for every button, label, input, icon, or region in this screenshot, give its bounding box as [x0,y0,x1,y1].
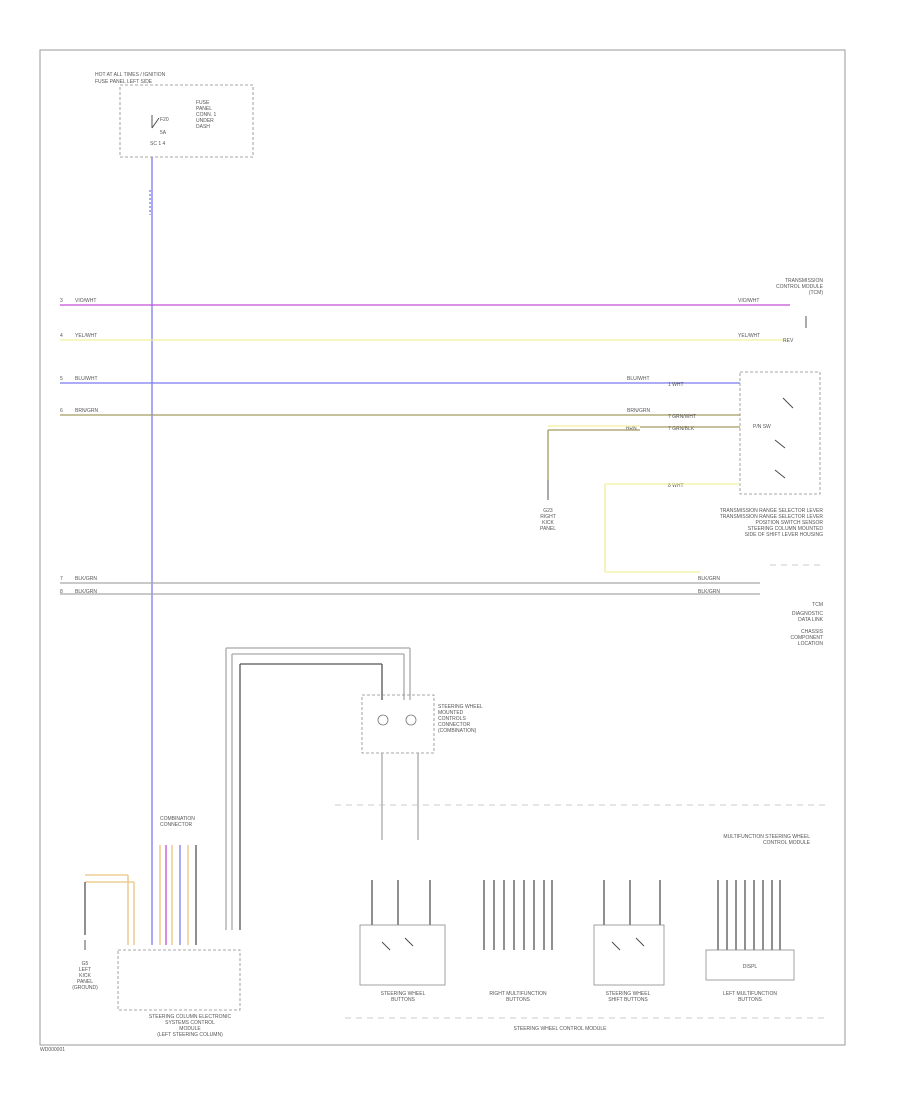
left-bundle [225,648,241,930]
svg-text:TCM: TCM [812,602,823,608]
svg-text:DISPL: DISPL [743,964,758,970]
svg-text:PANEL: PANEL [77,979,93,985]
svg-text:DASH: DASH [196,124,210,130]
svg-text:(COMBINATION): (COMBINATION) [438,728,477,734]
svg-text:LEFT MULTIFUNCTION: LEFT MULTIFUNCTION [723,991,777,997]
svg-text:SIDE OF SHIFT LEVER HOUSING: SIDE OF SHIFT LEVER HOUSING [745,532,823,538]
sheet-id: WD000001 [40,1047,65,1053]
svg-text:8: 8 [60,589,63,595]
bus-vertical [149,157,153,870]
svg-text:P/N SW: P/N SW [753,424,771,430]
svg-text:7 GRN/WHT: 7 GRN/WHT [668,414,696,420]
svg-text:TRANSMISSION RANGE SELECTOR LE: TRANSMISSION RANGE SELECTOR LEVER [720,508,824,514]
svg-text:5: 5 [60,376,63,382]
wheel-controls: STEERING WHEEL BUTTONS RIGHT MULTIFUNCTI… [345,880,825,1032]
svg-text:CONTROL MODULE: CONTROL MODULE [763,840,811,846]
svg-text:MOUNTED: MOUNTED [438,710,464,716]
svg-text:(LEFT STEERING COLUMN): (LEFT STEERING COLUMN) [157,1032,223,1038]
svg-text:FUSE: FUSE [196,100,210,106]
svg-text:BLK/GRN: BLK/GRN [698,576,720,582]
svg-text:PANEL: PANEL [196,106,212,112]
svg-text:BRN/GRN: BRN/GRN [75,408,98,414]
svg-text:BLK/GRN: BLK/GRN [75,589,97,595]
svg-text:CONTROL MODULE: CONTROL MODULE [776,284,824,290]
svg-text:TRANSMISSION RANGE SELECTOR LE: TRANSMISSION RANGE SELECTOR LEVER [720,514,824,520]
range-switch: TRANSMISSION CONTROL MODULE (TCM) REV P/… [626,278,824,566]
svg-text:PANEL: PANEL [540,526,556,532]
svg-text:FUSE PANEL LEFT SIDE: FUSE PANEL LEFT SIDE [95,79,153,85]
svg-text:SHIFT BUTTONS: SHIFT BUTTONS [608,997,648,1003]
svg-text:8 WHT: 8 WHT [668,483,684,489]
svg-text:LEFT: LEFT [79,967,91,973]
svg-text:MULTIFUNCTION STEERING WHEEL: MULTIFUNCTION STEERING WHEEL [723,834,810,840]
svg-text:(GROUND): (GROUND) [72,985,98,991]
svg-text:5A: 5A [160,130,167,136]
ground-right: G23 RIGHT KICK PANEL [540,425,640,532]
svg-text:G23: G23 [543,508,553,514]
svg-text:6: 6 [60,408,63,414]
svg-text:RIGHT: RIGHT [540,514,556,520]
svg-text:(TCM): (TCM) [809,290,823,296]
svg-text:YEL/WHT: YEL/WHT [738,333,760,339]
svg-text:LOCATION: LOCATION [798,641,824,647]
svg-text:3: 3 [60,298,63,304]
svg-text:STEERING WHEEL: STEERING WHEEL [381,991,426,997]
svg-text:STEERING COLUMN ELECTRONIC: STEERING COLUMN ELECTRONIC [149,1014,232,1020]
top-module: HOT AT ALL TIMES / IGNITION FUSE PANEL L… [95,72,254,158]
svg-text:BUTTONS: BUTTONS [738,997,762,1003]
svg-text:DIAGNOSTIC: DIAGNOSTIC [792,611,824,617]
right-lower-labels: TCM DIAGNOSTIC DATA LINK CHASSIS COMPONE… [791,602,824,647]
svg-text:CONN. 1: CONN. 1 [196,112,217,118]
svg-text:BLU/WHT: BLU/WHT [75,376,98,382]
horizontal-wires: 3 VIO/WHT VIO/WHT 4 YEL/WHT YEL/WHT 5 BL… [60,298,790,595]
svg-text:7 GRN/BLK: 7 GRN/BLK [668,426,695,432]
svg-text:REV: REV [783,338,794,344]
svg-text:COMPONENT: COMPONENT [791,635,824,641]
svg-text:YEL/WHT: YEL/WHT [75,333,97,339]
svg-text:VIO/WHT: VIO/WHT [738,298,759,304]
svg-text:CONNECTOR: CONNECTOR [438,722,471,728]
svg-text:KICK: KICK [542,520,554,526]
svg-text:G5: G5 [82,961,89,967]
svg-text:VIO/WHT: VIO/WHT [75,298,96,304]
svg-text:CONTROLS: CONTROLS [438,716,466,722]
svg-text:BRN: BRN [626,426,637,432]
svg-text:TRANSMISSION: TRANSMISSION [785,278,823,284]
svg-text:HOT AT ALL TIMES / IGNITION: HOT AT ALL TIMES / IGNITION [95,72,166,78]
svg-text:BRN/GRN: BRN/GRN [627,408,650,414]
svg-text:BLK/GRN: BLK/GRN [698,589,720,595]
svg-text:1 WHT: 1 WHT [668,382,684,388]
svg-text:7: 7 [60,576,63,582]
svg-text:BLU/WHT: BLU/WHT [627,376,650,382]
svg-text:UNDER: UNDER [196,118,214,124]
column-module: COMBINATION CONNECTOR G5 LEFT KICK PANEL… [72,816,241,1038]
svg-text:MODULE: MODULE [179,1026,201,1032]
svg-text:BLK/GRN: BLK/GRN [75,576,97,582]
svg-text:STEERING WHEEL: STEERING WHEEL [438,704,483,710]
clockspring: STEERING WHEEL MOUNTED CONTROLS CONNECTO… [226,647,825,846]
svg-text:RIGHT MULTIFUNCTION: RIGHT MULTIFUNCTION [489,991,547,997]
svg-text:BUTTONS: BUTTONS [391,997,415,1003]
svg-text:STEERING WHEEL CONTROL MODULE: STEERING WHEEL CONTROL MODULE [514,1026,608,1032]
diagram-frame [39,49,846,1046]
svg-text:SC 1 4: SC 1 4 [150,141,166,147]
svg-text:POSITION SWITCH SENSOR: POSITION SWITCH SENSOR [755,520,823,526]
svg-text:COMBINATION: COMBINATION [160,816,195,822]
svg-text:4: 4 [60,333,63,339]
yellow-loop [604,483,740,573]
svg-text:BUTTONS: BUTTONS [506,997,530,1003]
svg-text:SYSTEMS CONTROL: SYSTEMS CONTROL [165,1020,215,1026]
svg-text:CONNECTOR: CONNECTOR [160,822,193,828]
svg-text:STEERING COLUMN MOUNTED: STEERING COLUMN MOUNTED [748,526,824,532]
svg-text:DATA LINK: DATA LINK [798,617,823,623]
svg-text:CHASSIS: CHASSIS [801,629,824,635]
svg-text:KICK: KICK [79,973,91,979]
svg-text:STEERING WHEEL: STEERING WHEEL [606,991,651,997]
svg-text:F20: F20 [160,117,169,123]
